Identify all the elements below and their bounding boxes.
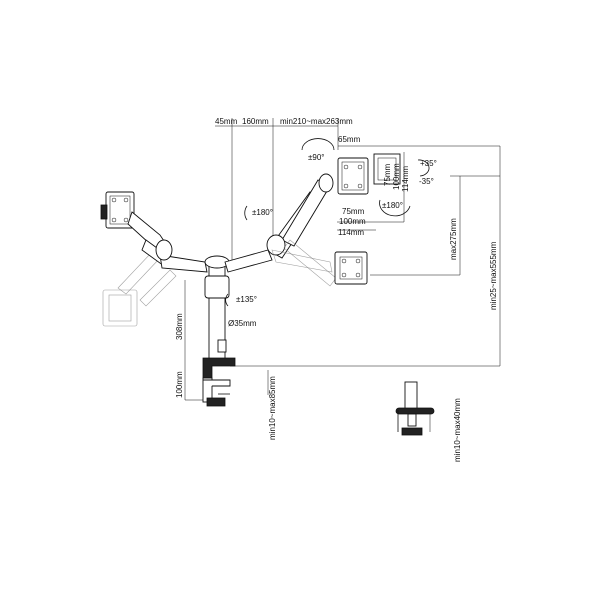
label-160mm: 160mm (242, 117, 269, 126)
label-clamp-range: min10~max85mm (268, 376, 277, 440)
label-pole-diameter: Ø35mm (228, 319, 257, 328)
label-rot135: ±135° (236, 295, 257, 304)
label-tilt-down: -35° (419, 177, 434, 186)
left-gas-spring-arm (127, 211, 208, 273)
dimension-labels: 45mm 160mm min210~max263mm 65mm ±90° +35… (175, 117, 498, 462)
right-gas-spring-arm (224, 173, 334, 273)
left-vesa-plate (100, 191, 135, 229)
right-arm-ghost (271, 239, 337, 287)
label-rot180-left: ±180° (252, 208, 273, 217)
label-65mm: 65mm (338, 135, 361, 144)
label-75mm: 75mm (342, 207, 365, 216)
left-vesa-plate-ghost (102, 289, 138, 327)
label-rot90: ±90° (308, 153, 325, 162)
label-clamp-height: 100mm (175, 371, 184, 398)
pole (204, 255, 230, 364)
label-114mm-vertical: 114mm (401, 166, 410, 192)
right-vesa-plate-lower (334, 251, 368, 285)
label-tilt-up: +35° (420, 159, 437, 168)
label-75mm-vertical: 75mm (383, 163, 392, 186)
grommet-mount (395, 381, 435, 436)
label-45mm: 45mm (215, 117, 238, 126)
label-height-range: min25~max555mm (489, 241, 498, 310)
label-100mm-vertical: 100mm (392, 163, 401, 190)
desk-clamp (202, 339, 236, 407)
label-grommet-range: min10~max40mm (453, 398, 462, 462)
rotation-arrows (225, 138, 430, 307)
label-max275: max275mm (449, 218, 458, 260)
label-100mm: 100mm (339, 217, 366, 226)
label-rot180-right: ±180° (382, 201, 403, 210)
label-114mm: 114mm (338, 228, 364, 237)
label-arm-reach: min210~max263mm (280, 117, 353, 126)
right-vesa-plate (337, 153, 401, 195)
dimension-lines (184, 118, 501, 432)
label-pole-height: 308mm (175, 313, 184, 340)
